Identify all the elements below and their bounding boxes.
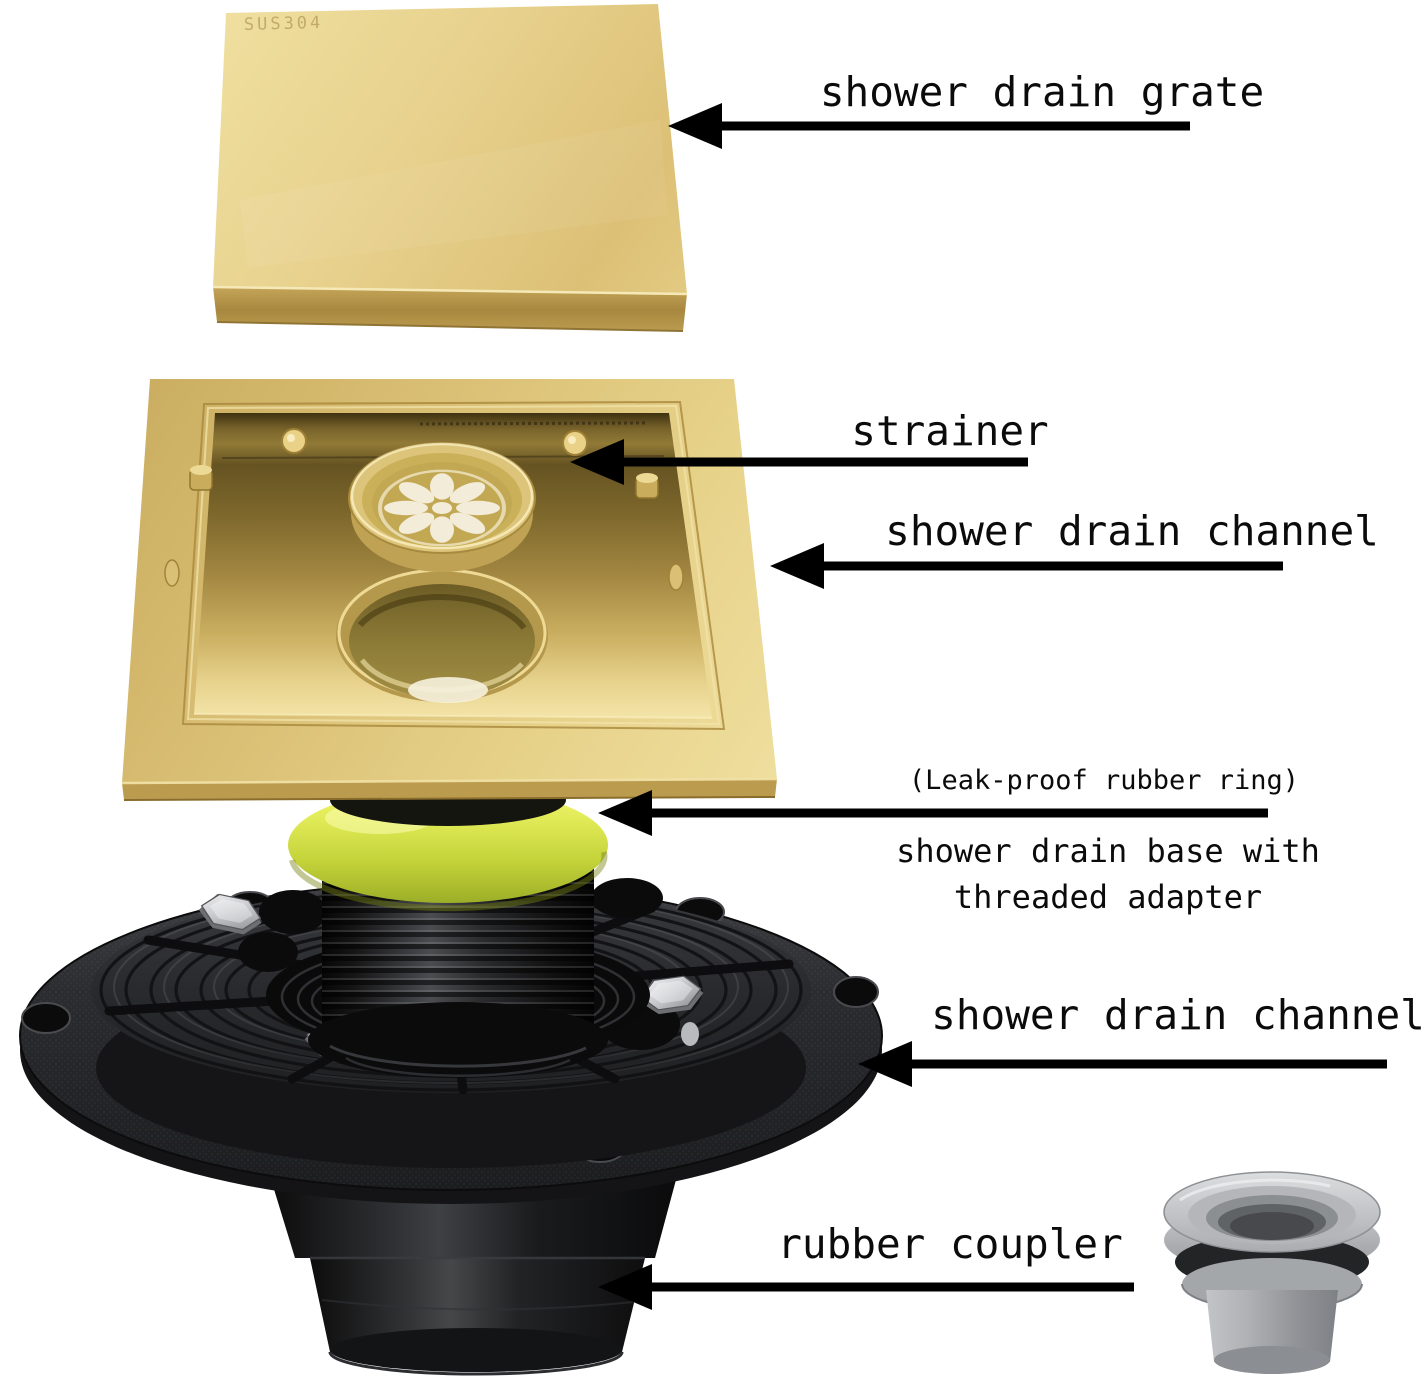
strainer-flower-pattern (378, 469, 506, 547)
channel-upper-arrow (770, 543, 1283, 589)
rubber-coupler-illustration (1163, 1171, 1381, 1374)
grate-engraving: SUS304 (244, 13, 324, 35)
label-shower-drain-base-line2: threaded adapter (953, 878, 1263, 917)
label-shower-drain-channel-upper: shower drain channel (885, 507, 1379, 555)
strainer-illustration (348, 442, 536, 572)
drain-hole (336, 568, 548, 703)
label-shower-drain-channel-lower: shower drain channel (931, 991, 1425, 1039)
annotation-arrows (570, 103, 1387, 1310)
grate-arrow (668, 103, 1190, 149)
rubber-ring-arrow (598, 790, 1268, 836)
label-leak-proof-rubber-ring: (Leak-proof rubber ring) (908, 765, 1300, 796)
grate-illustration: SUS304 (212, 4, 688, 332)
channel-lower-arrow (858, 1041, 1387, 1087)
label-shower-drain-base: shower drain base with threaded adapter (896, 828, 1320, 920)
label-shower-drain-base-line1: shower drain base with (896, 832, 1320, 870)
rubber-coupler-arrow (598, 1264, 1134, 1310)
label-strainer: strainer (851, 407, 1049, 455)
label-rubber-coupler: rubber coupler (777, 1220, 1123, 1268)
channel-pegs (164, 428, 684, 591)
strainer-arrow (570, 439, 1028, 485)
drain-channel-illustration (121, 379, 778, 801)
label-shower-drain-grate: shower drain grate (819, 68, 1265, 116)
